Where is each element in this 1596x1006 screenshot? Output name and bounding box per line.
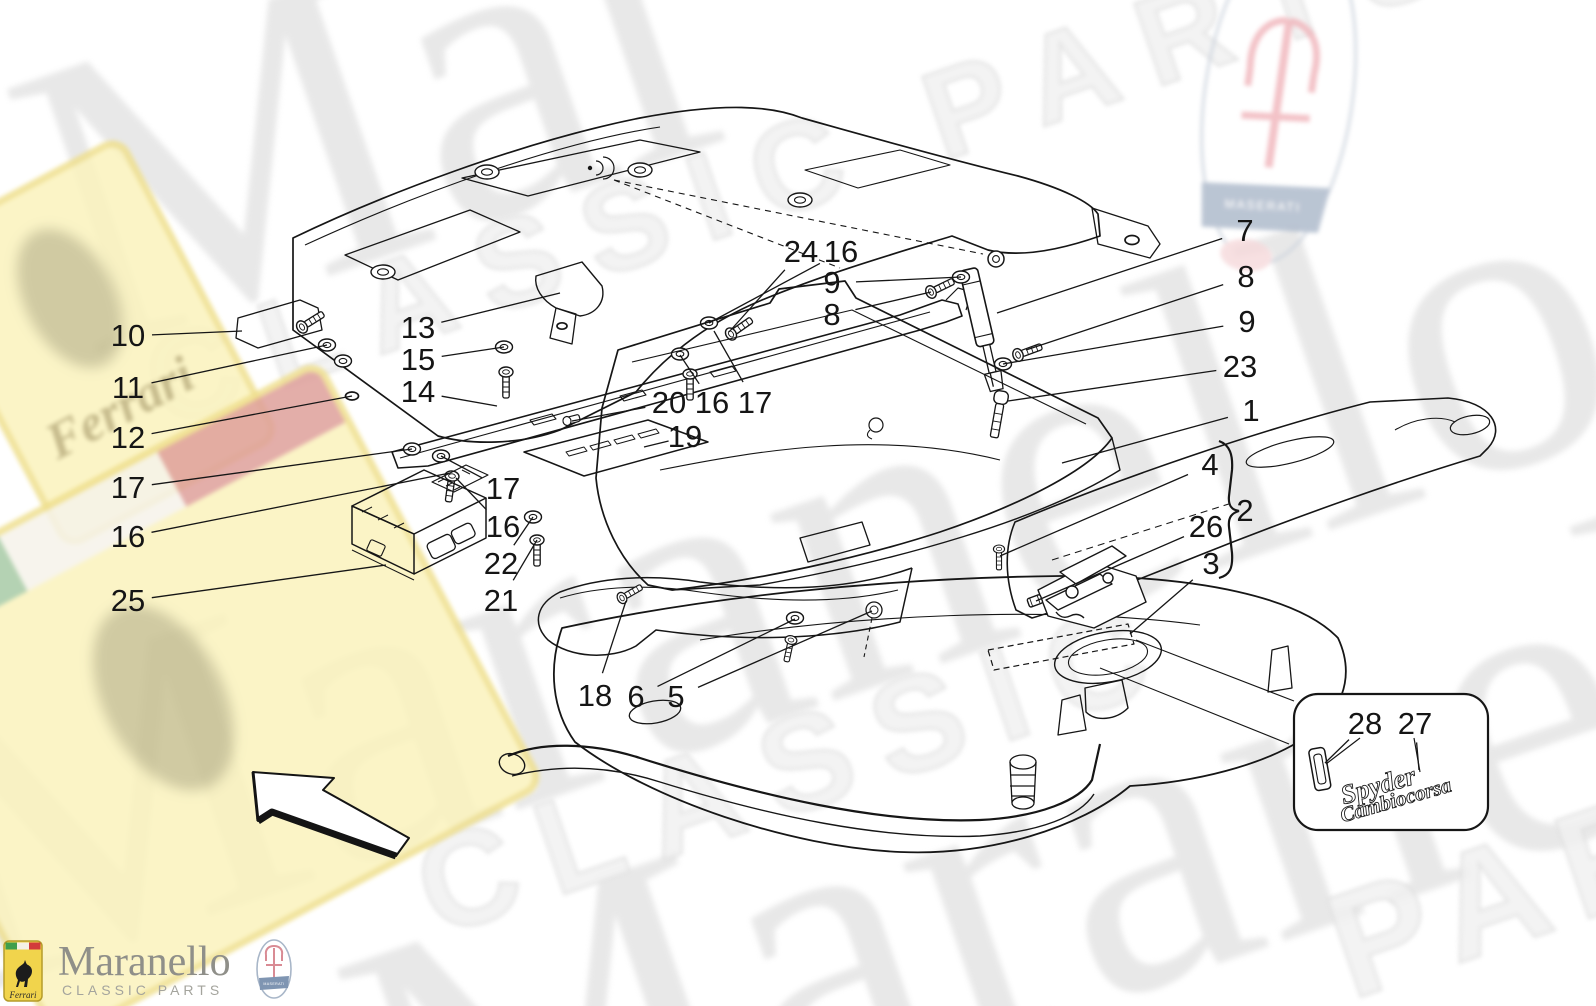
control-unit bbox=[351, 464, 489, 581]
leader-line-12 bbox=[151, 395, 353, 435]
leader-line-26 bbox=[1035, 536, 1185, 602]
leader-line-27 bbox=[1415, 742, 1420, 771]
glovebox-compartment bbox=[595, 280, 1121, 591]
leader-line-23 bbox=[1007, 369, 1217, 402]
leader-line-1 bbox=[1061, 416, 1229, 464]
lid-inner-frame bbox=[1006, 397, 1497, 619]
leader-line-20 bbox=[571, 406, 646, 422]
leader-line-5 bbox=[697, 610, 873, 688]
leader-line-15 bbox=[441, 346, 505, 358]
prancing-horse-icon bbox=[15, 960, 32, 987]
maserati-watermark-text: MASERATI bbox=[1224, 197, 1301, 215]
footer-logo-wordmark: Maranello bbox=[58, 939, 231, 985]
leader-line-17c bbox=[440, 455, 483, 479]
leader-line-8b bbox=[1025, 283, 1224, 351]
leader-line-6 bbox=[657, 618, 796, 687]
leader-lines bbox=[151, 237, 1420, 771]
leader-line-10 bbox=[151, 330, 243, 336]
maserati-logo-watermark: MASERATI bbox=[1200, 0, 1358, 272]
rubber-bumper bbox=[1009, 754, 1037, 810]
gas-strut bbox=[922, 250, 1045, 439]
leader-line-24 bbox=[728, 269, 786, 333]
leader-line-9b bbox=[1002, 325, 1224, 365]
leader-line-18 bbox=[601, 600, 627, 674]
leader-line-25 bbox=[151, 564, 387, 599]
leader-line-3 bbox=[1129, 579, 1194, 635]
rail-fasteners bbox=[402, 313, 756, 567]
leader-line-17b bbox=[713, 330, 744, 383]
leader-line-16b bbox=[708, 262, 821, 324]
leader-line-16d bbox=[455, 477, 487, 511]
leader-line-22 bbox=[513, 516, 534, 546]
maserati-oval-logo: MASERATI bbox=[256, 939, 292, 999]
glovebox-lid bbox=[498, 575, 1347, 854]
leader-line-17a bbox=[151, 448, 413, 486]
leader-line-8a bbox=[855, 291, 932, 311]
footer-logo-emblems: Ferrari MASERATI bbox=[3, 939, 292, 1002]
leader-line-11 bbox=[151, 344, 328, 384]
direction-arrow bbox=[251, 771, 410, 860]
leader-line-16a bbox=[151, 472, 451, 533]
ferrari-shield-logo: Ferrari bbox=[3, 940, 43, 1002]
lid-upper-strip bbox=[537, 567, 913, 664]
leader-line-13 bbox=[441, 292, 561, 323]
plastic-pin bbox=[562, 414, 581, 427]
leader-line-19 bbox=[643, 440, 669, 448]
ferrari-script-text: Ferrari bbox=[9, 990, 37, 1000]
leader-line-7 bbox=[996, 237, 1223, 314]
leader-line-4 bbox=[999, 473, 1189, 557]
leader-line-9a bbox=[855, 276, 962, 283]
leader-line-16c bbox=[679, 354, 700, 385]
group-2-brace bbox=[1218, 439, 1240, 580]
inset-detail-box: Spyder Cambiocorsa bbox=[1099, 639, 1490, 832]
dashboard-support-panel bbox=[235, 106, 1161, 443]
footer-logo-subtitle: CLASSIC PARTS bbox=[62, 982, 224, 998]
latch-mechanism bbox=[992, 544, 1163, 719]
leader-line-14 bbox=[441, 395, 498, 407]
maserati-band-text: MASERATI bbox=[263, 982, 284, 986]
retaining-clip bbox=[1026, 594, 1044, 608]
leader-line-28 bbox=[1324, 739, 1350, 764]
leader-line-21 bbox=[512, 539, 538, 581]
badge-clip bbox=[1308, 746, 1332, 792]
panel-fasteners bbox=[293, 307, 514, 399]
mounting-rail bbox=[391, 287, 973, 477]
shoulder-pin bbox=[989, 389, 1010, 439]
